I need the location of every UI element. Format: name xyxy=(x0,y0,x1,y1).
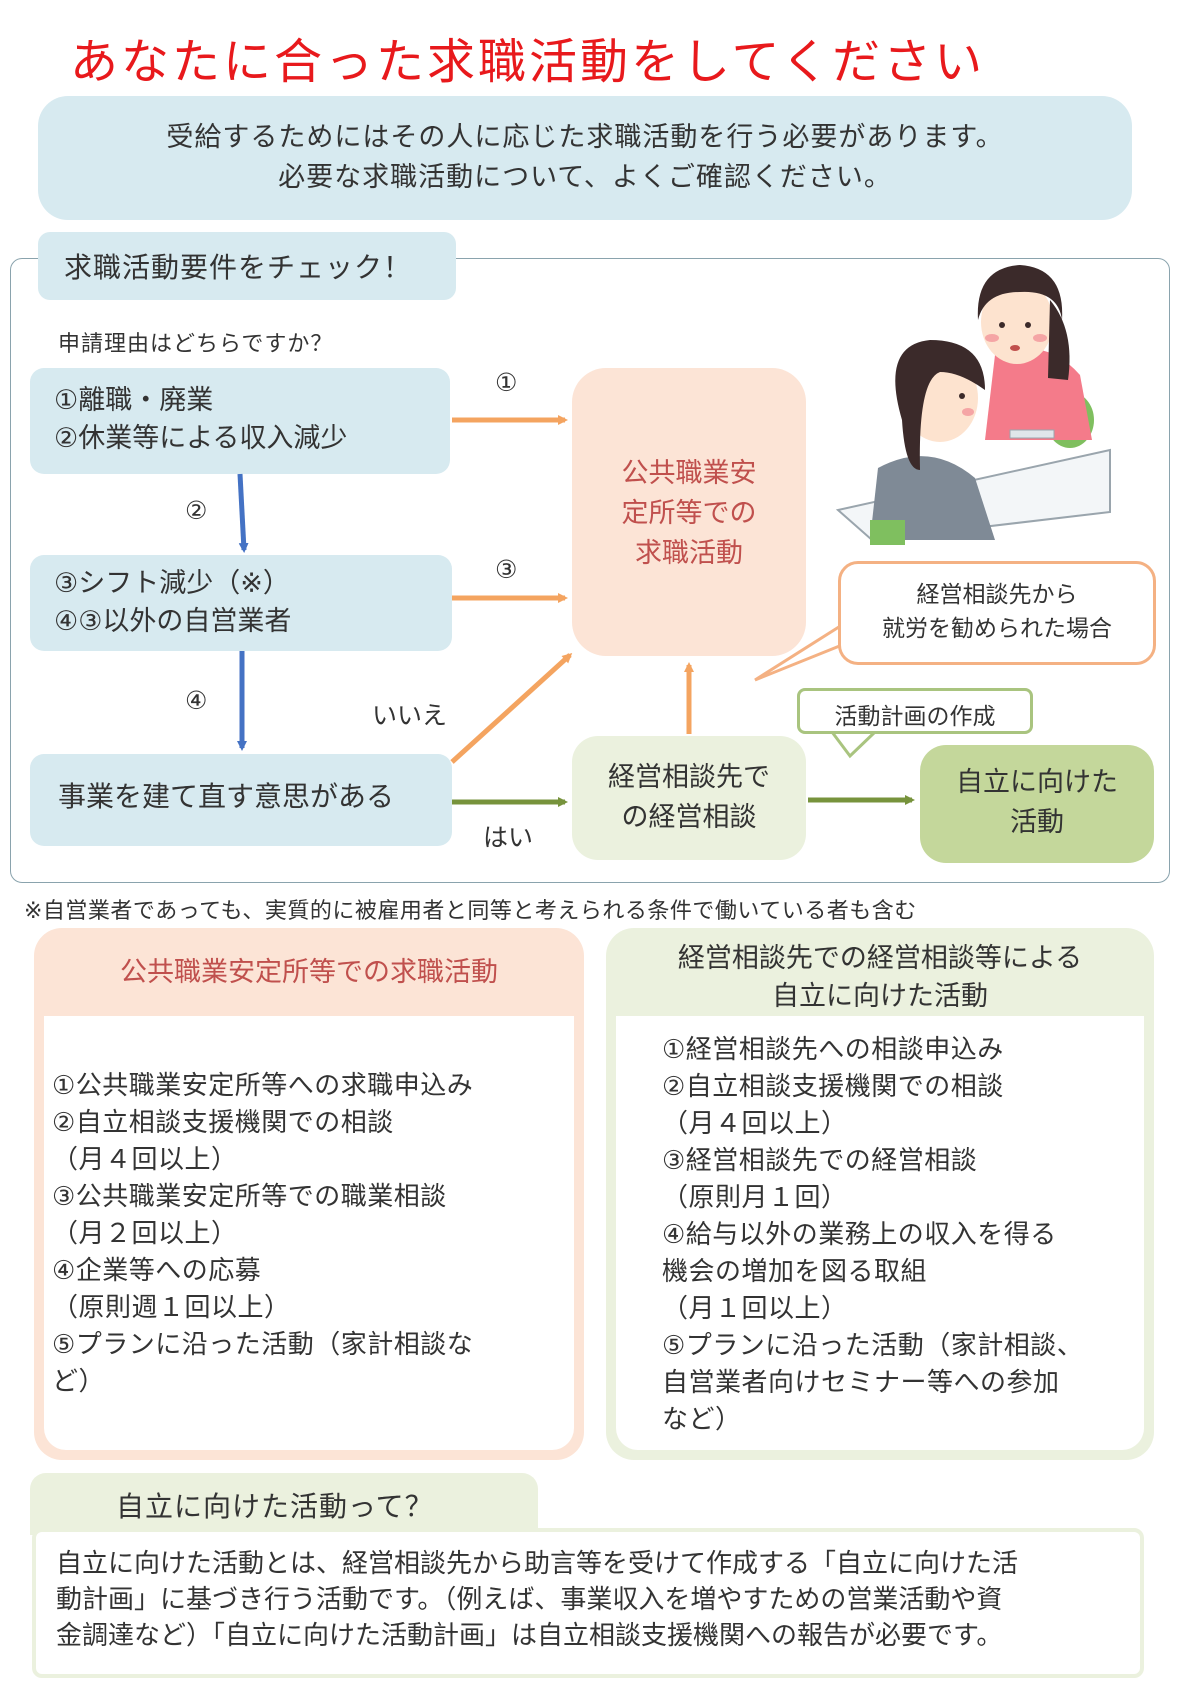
explain-text: 自立に向けた活動とは、経営相談先から助言等を受けて作成する「自立に向けた活 動計… xyxy=(56,1546,1136,1654)
reason-2-line-2: ④③以外の自営業者 xyxy=(54,606,292,637)
yes-label: はい xyxy=(483,823,534,852)
list-item: 自営業者向けセミナー等への参加 xyxy=(662,1368,1060,1398)
list-item: ④給与以外の業務上の収入を得る xyxy=(662,1220,1057,1250)
list-item: （原則週１回以上） xyxy=(52,1293,291,1323)
bubble-employment: 経営相談先から 就労を勧められた場合 xyxy=(838,561,1156,665)
rebuild-intent-box: 事業を建て直す意思がある xyxy=(30,754,452,846)
question-label: 申請理由はどちらですか？ xyxy=(58,332,334,357)
list-item: （月２回以上） xyxy=(52,1219,238,1249)
list-item: （月４回以上） xyxy=(662,1109,848,1139)
consult-box: 経営相談先で の経営相談 xyxy=(572,736,806,860)
consult-panel-title-line-2: 自立に向けた活動 xyxy=(772,981,988,1012)
job-search-panel-body xyxy=(44,1016,574,1450)
independence-box: 自立に向けた 活動 xyxy=(920,745,1154,863)
consult-line-2: の経営相談 xyxy=(621,802,757,833)
consult-list: ①経営相談先への相談申込み ②自立相談支援機関での相談 （月４回以上） ③経営相… xyxy=(662,1032,1083,1439)
arrow-3-label: ③ xyxy=(495,555,518,584)
list-item: ど） xyxy=(52,1367,106,1397)
explain-tab: 自立に向けた活動って？ xyxy=(30,1473,538,1535)
bubble-employment-line-2: 就労を勧められた場合 xyxy=(882,616,1112,642)
reason-1-line-1: ①離職・廃業 xyxy=(54,385,214,416)
job-search-line-3: 求職活動 xyxy=(635,538,743,569)
bubble-plan-tail xyxy=(830,730,877,759)
list-item: ⑤プランに沿った活動（家計相談な xyxy=(52,1330,474,1360)
list-item: （月１回以上） xyxy=(662,1294,848,1324)
list-item: ①経営相談先への相談申込み xyxy=(662,1035,1004,1065)
list-item: ③経営相談先での経営相談 xyxy=(662,1146,978,1176)
explain-frame xyxy=(32,1528,1144,1678)
explain-line-1: 自立に向けた活動とは、経営相談先から助言等を受けて作成する「自立に向けた活 xyxy=(56,1549,1019,1579)
list-item: など） xyxy=(662,1405,742,1435)
arrow-2 xyxy=(237,473,249,553)
reason-box-1: ①離職・廃業 ②休業等による収入減少 xyxy=(30,368,450,474)
job-search-panel-title: 公共職業安定所等での求職活動 xyxy=(120,957,498,988)
consult-panel-title-line-1: 経営相談先での経営相談等による xyxy=(677,943,1083,974)
explain-line-2: 動計画」に基づき行う活動です。（例えば、事業収入を増やすための営業活動や資 xyxy=(56,1585,1003,1615)
job-search-line-1: 公共職業安 xyxy=(621,458,757,489)
independence-line-1: 自立に向けた xyxy=(956,767,1118,798)
reason-box-2: ③シフト減少（※） ④③以外の自営業者 xyxy=(30,555,452,651)
consult-line-1: 経営相談先で xyxy=(608,762,770,793)
job-search-box: 公共職業安 定所等での 求職活動 xyxy=(572,368,806,656)
list-item: ⑤プランに沿った活動（家計相談、 xyxy=(662,1331,1084,1361)
consult-panel-title: 経営相談先での経営相談等による 自立に向けた活動 xyxy=(606,940,1154,1016)
consult-panel-body xyxy=(616,1016,1144,1450)
check-tab: 求職活動要件をチェック！ xyxy=(38,232,456,300)
list-item: ①公共職業安定所等への求職申込み xyxy=(52,1071,474,1101)
list-item: ④企業等への応募 xyxy=(52,1256,262,1286)
reason-2-line-1: ③シフト減少（※） xyxy=(54,568,290,599)
arrow-4-label: ④ xyxy=(185,686,208,715)
bubble-employment-tail xyxy=(754,623,843,682)
list-item: ③公共職業安定所等での職業相談 xyxy=(52,1182,447,1212)
intro-line-1: 受給するためにはその人に応じた求職活動を行う必要があります。 xyxy=(166,122,1004,153)
independence-line-2: 活動 xyxy=(1010,807,1064,838)
job-search-list: ①公共職業安定所等への求職申込み ②自立相談支援機関での相談 （月４回以上） ③… xyxy=(52,1068,473,1401)
list-item: ②自立相談支援機関での相談 xyxy=(52,1108,394,1138)
arrow-no xyxy=(450,652,573,764)
arrow-2-label: ② xyxy=(185,496,208,525)
list-item: （月４回以上） xyxy=(52,1145,238,1175)
arrow-1-label: ① xyxy=(495,368,518,397)
list-item: ②自立相談支援機関での相談 xyxy=(662,1072,1004,1102)
job-search-line-2: 定所等での xyxy=(621,498,757,529)
reason-1-line-2: ②休業等による収入減少 xyxy=(54,423,348,454)
list-item: 機会の増加を図る取組 xyxy=(662,1257,928,1287)
intro-box: 受給するためにはその人に応じた求職活動を行う必要があります。 必要な求職活動につ… xyxy=(38,96,1132,220)
counseling-illustration xyxy=(835,265,1111,545)
no-label: いいえ xyxy=(372,701,448,730)
intro-line-2: 必要な求職活動について、よくご確認ください。 xyxy=(278,162,892,193)
bubble-plan: 活動計画の作成 xyxy=(797,688,1033,734)
list-item: （原則月１回） xyxy=(662,1183,848,1213)
footnote: ※自営業者であっても、実質的に被雇用者と同等と考えられる条件で働いている者も含む xyxy=(24,899,917,924)
page-title: あなたに合った求職活動をしてください xyxy=(70,34,986,90)
explain-line-3: 金調達など）「自立に向けた活動計画」は自立相談支援機関への報告が必要です。 xyxy=(56,1621,1003,1651)
bubble-employment-line-1: 経営相談先から xyxy=(916,582,1078,608)
